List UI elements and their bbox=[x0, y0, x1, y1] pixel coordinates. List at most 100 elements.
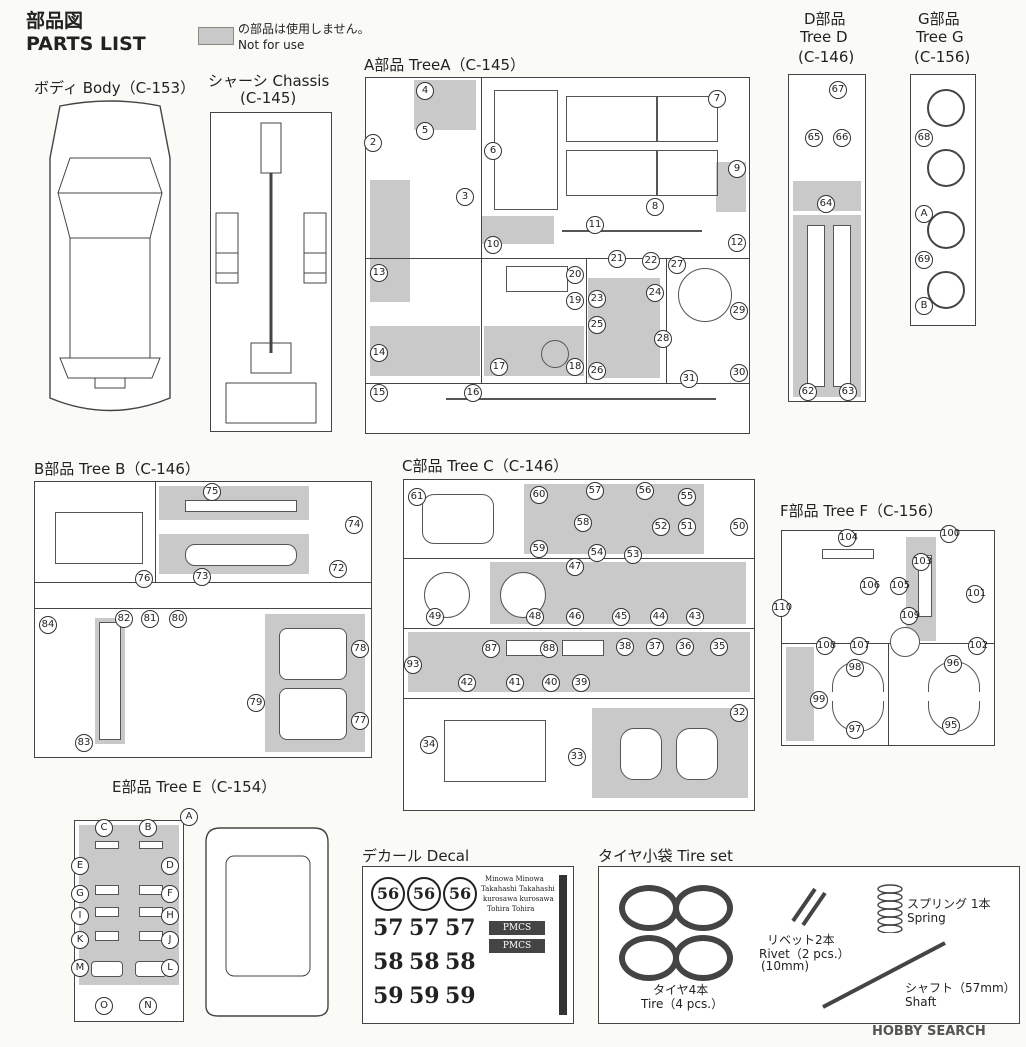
part-number-label: 28 bbox=[654, 330, 672, 348]
part-number-label: 14 bbox=[370, 344, 388, 362]
part-number-label: 43 bbox=[686, 608, 704, 626]
tire-2 bbox=[673, 885, 733, 931]
part-number-label: 76 bbox=[135, 570, 153, 588]
part-number-label: 88 bbox=[540, 640, 558, 658]
tree-d-title-jp: D部品 bbox=[804, 10, 846, 28]
tree-a-unused-2 bbox=[370, 180, 410, 302]
tree-d-title-en: Tree D bbox=[800, 28, 848, 46]
shaft-label-jp: シャフト（57mm） bbox=[905, 981, 1016, 995]
part-number-label: 6 bbox=[484, 142, 502, 160]
tree-a-title: A部品 TreeA（C-145） bbox=[364, 56, 526, 74]
tire-label-en: Tire（4 pcs.） bbox=[641, 997, 724, 1011]
part-number-label: 93 bbox=[404, 656, 422, 674]
rivet-label-size: (10mm) bbox=[761, 959, 810, 973]
part-number-label: 103 bbox=[912, 553, 932, 571]
part-number-label: 64 bbox=[817, 195, 835, 213]
tree-e-title: E部品 Tree E（C-154） bbox=[112, 778, 277, 796]
tire-set-title: タイヤ小袋 Tire set bbox=[598, 847, 733, 865]
tree-g-title-en: Tree G bbox=[916, 28, 964, 46]
part-number-label: 15 bbox=[370, 384, 388, 402]
part-number-label: 17 bbox=[490, 358, 508, 376]
part-number-label: A bbox=[915, 205, 933, 223]
part-number-label: 107 bbox=[850, 637, 870, 655]
part-number-label: 51 bbox=[678, 518, 696, 536]
part-number-label: 54 bbox=[588, 544, 606, 562]
chassis-title-jp: シャーシ Chassis bbox=[208, 72, 330, 90]
part-number-label: 23 bbox=[588, 290, 606, 308]
part-number-label: 58 bbox=[574, 514, 592, 532]
part-number-label: D bbox=[161, 857, 179, 875]
part-number-label: E bbox=[71, 857, 89, 875]
part-number-label: 84 bbox=[39, 616, 57, 634]
part-number-label: 29 bbox=[730, 302, 748, 320]
legend-en: Not for use bbox=[238, 38, 305, 52]
decal-sheet: 56 56 56 57 57 57 58 58 58 59 59 59 Mino… bbox=[362, 866, 574, 1024]
chassis-drawing bbox=[210, 112, 332, 432]
part-number-label: 102 bbox=[968, 637, 988, 655]
part-number-label: 10 bbox=[484, 236, 502, 254]
part-number-label: 65 bbox=[805, 129, 823, 147]
legend-jp: の部品は使用しません。 bbox=[238, 22, 370, 36]
part-number-label: 7 bbox=[708, 90, 726, 108]
part-number-label: 73 bbox=[193, 568, 211, 586]
part-number-label: 11 bbox=[586, 216, 604, 234]
part-number-label: 22 bbox=[642, 252, 660, 270]
part-number-label: I bbox=[71, 907, 89, 925]
part-number-label: 95 bbox=[942, 717, 960, 735]
part-number-label: 40 bbox=[542, 674, 560, 692]
legend-gray-swatch bbox=[198, 27, 234, 45]
part-number-label: 34 bbox=[420, 736, 438, 754]
part-number-label: 104 bbox=[838, 529, 858, 547]
part-number-label: 59 bbox=[530, 540, 548, 558]
decal-number-56-b: 56 bbox=[407, 877, 441, 911]
body-section-title: ボディ Body（C-153） bbox=[34, 79, 196, 97]
part-number-label: 35 bbox=[710, 638, 728, 656]
part-number-label: 55 bbox=[678, 488, 696, 506]
tree-d-frame: 67 65 66 64 62 63 bbox=[788, 74, 866, 402]
tree-g-title-code: (C-156) bbox=[914, 48, 971, 66]
part-number-label: 46 bbox=[566, 608, 584, 626]
part-number-label: 57 bbox=[586, 482, 604, 500]
decal-badge-1: PMCS bbox=[489, 921, 545, 935]
part-number-label: 16 bbox=[464, 384, 482, 402]
tire-set-frame: タイヤ4本 Tire（4 pcs.） リベット2本 Rivet（2 pcs.） … bbox=[598, 866, 1020, 1024]
part-number-label: 49 bbox=[426, 608, 444, 626]
part-number-label: 50 bbox=[730, 518, 748, 536]
part-number-label: 60 bbox=[530, 486, 548, 504]
part-number-label: 98 bbox=[846, 659, 864, 677]
part-number-label: 18 bbox=[566, 358, 584, 376]
part-number-label: 52 bbox=[652, 518, 670, 536]
rivet-icon bbox=[791, 887, 827, 927]
part-number-label: 44 bbox=[650, 608, 668, 626]
part-number-label: 106 bbox=[860, 577, 880, 595]
part-number-label: 38 bbox=[616, 638, 634, 656]
part-number-label: 109 bbox=[900, 607, 920, 625]
part-number-label: 69 bbox=[915, 251, 933, 269]
part-number-label: 83 bbox=[75, 734, 93, 752]
part-number-label: 3 bbox=[456, 188, 474, 206]
part-number-label: 82 bbox=[115, 610, 133, 628]
part-number-label: 66 bbox=[833, 129, 851, 147]
part-number-label: G bbox=[71, 885, 89, 903]
part-number-label: 8 bbox=[646, 198, 664, 216]
part-number-label: 21 bbox=[608, 250, 626, 268]
tire-label-jp: タイヤ4本 bbox=[653, 983, 709, 997]
part-number-label: O bbox=[95, 997, 113, 1015]
decal-title: デカール Decal bbox=[362, 847, 470, 865]
part-number-label: J bbox=[161, 931, 179, 949]
part-number-label: 41 bbox=[506, 674, 524, 692]
spring-label-jp: スプリング 1本 bbox=[907, 897, 991, 911]
rivet-label-en: Rivet（2 pcs.） bbox=[759, 947, 850, 961]
part-number-label: B bbox=[915, 297, 933, 315]
part-number-label: 4 bbox=[416, 82, 434, 100]
part-number-label: 99 bbox=[810, 691, 828, 709]
shaft-icon bbox=[822, 941, 946, 1009]
tree-g-title-jp: G部品 bbox=[918, 10, 960, 28]
part-number-label: 72 bbox=[329, 560, 347, 578]
tree-b-frame: 75 74 76 73 72 84 82 81 80 78 79 77 83 bbox=[34, 481, 372, 758]
tree-b-title: B部品 Tree B（C-146） bbox=[34, 460, 200, 478]
part-number-label: 96 bbox=[944, 655, 962, 673]
tree-e-sprue: C B E D G F I H K J M L O N bbox=[71, 819, 184, 1022]
part-number-label: 20 bbox=[566, 266, 584, 284]
part-number-label: 32 bbox=[730, 704, 748, 722]
